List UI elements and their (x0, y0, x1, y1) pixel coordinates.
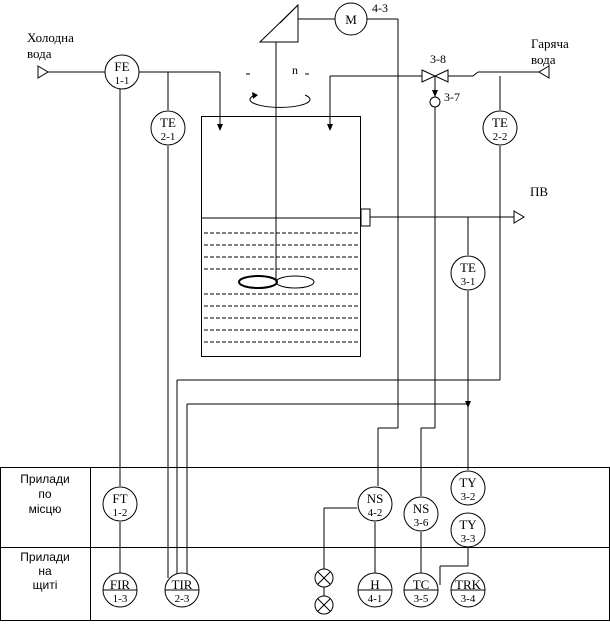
svg-text:M: M (345, 12, 357, 27)
instrument-code: TE (160, 115, 176, 130)
svg-text:вода: вода (531, 52, 556, 67)
instrument-table (0, 467, 610, 621)
mixer-shaft: n (238, 42, 315, 289)
instrument-te21: TE2-1 (150, 110, 186, 146)
instrument-number: 1-1 (115, 75, 130, 87)
tank (201, 116, 371, 357)
instrument-number: 2-2 (493, 131, 508, 143)
svg-text:щиті: щиті (33, 578, 58, 592)
svg-text:вода: вода (27, 46, 52, 61)
instrument-number: 1-3 (113, 593, 128, 605)
svg-text:4-3: 4-3 (372, 1, 388, 15)
instrument-bubble (450, 512, 486, 548)
svg-text:Прилади: Прилади (20, 550, 69, 564)
instrument-code: TC (413, 577, 430, 592)
instrument-code: TY (459, 475, 477, 490)
svg-text:3-8: 3-8 (430, 52, 446, 66)
instrument-ns42: NS4-2 (357, 486, 393, 522)
field-row-label: Прилади по місцю (20, 472, 69, 516)
panel-row-label: Прилади на щиті (20, 550, 69, 592)
instrument-bubble (357, 486, 393, 522)
instrument-ty32: TY3-2 (450, 470, 486, 506)
instrument-code: NS (413, 501, 430, 516)
instrument-code: TRK (455, 577, 482, 592)
instrument-ty33: TY3-3 (450, 512, 486, 548)
svg-text:3-7: 3-7 (444, 90, 460, 104)
instrument-code: NS (367, 491, 384, 506)
instrument-te22: TE2-2 (482, 110, 518, 146)
svg-text:Гаряча: Гаряча (531, 36, 569, 51)
svg-text:місцю: місцю (29, 502, 62, 516)
instrument-code: TY (459, 517, 477, 532)
cold-water-inlet: Холодна вода (27, 30, 223, 131)
instrument-number: 4-1 (368, 593, 383, 605)
motor-drive: M 4-3 (258, 1, 399, 486)
instrument-fe: FE1-1 (104, 54, 140, 90)
svg-text:Прилади: Прилади (20, 472, 69, 486)
instrument-bubble (450, 255, 486, 291)
instrument-number: 3-2 (461, 491, 476, 503)
svg-text:n: n (292, 63, 298, 77)
instrument-ft: FT1-2 (102, 486, 138, 522)
instrument-bubble (104, 54, 140, 90)
instrument-code: TE (492, 115, 508, 130)
instrument-number: 4-2 (368, 507, 383, 519)
instrument-code: FE (114, 59, 129, 74)
svg-text:ПВ: ПВ (530, 184, 548, 199)
instrument-number: 3-4 (461, 593, 476, 605)
outlet-pv: ПВ (370, 184, 548, 224)
instrument-code: FT (112, 491, 127, 506)
instrument-number: 2-3 (175, 593, 190, 605)
control-valve: 3-8 3-7 (421, 52, 460, 108)
instrument-code: FIR (110, 577, 131, 592)
svg-text:на: на (38, 564, 52, 578)
instrument-number: 3-5 (414, 593, 429, 605)
instrument-code: TE (460, 260, 476, 275)
instrument-bubble (450, 470, 486, 506)
instrument-number: 2-1 (161, 131, 176, 143)
instrument-bubble (403, 496, 439, 532)
svg-text:по: по (38, 487, 51, 501)
instrument-code: TIR (172, 577, 193, 592)
indicator-lamps (314, 568, 334, 615)
instrument-tc: TC3-5 (403, 572, 439, 608)
instrument-bubble (150, 110, 186, 146)
instrument-ns36: NS3-6 (403, 496, 439, 532)
instrument-bubble (482, 110, 518, 146)
instrument-number: 3-6 (414, 517, 429, 529)
signal-lines (119, 72, 501, 598)
instrument-h: H4-1 (357, 572, 393, 608)
instrument-number: 3-1 (461, 276, 476, 288)
instrument-number: 1-2 (113, 507, 128, 519)
instrument-code: H (370, 577, 379, 592)
instrument-number: 3-3 (461, 533, 476, 545)
hot-water-inlet: Гаряча вода (327, 36, 569, 131)
svg-text:Холодна: Холодна (27, 30, 74, 45)
instrument-te31: TE3-1 (450, 255, 486, 291)
instrument-bubble (102, 486, 138, 522)
